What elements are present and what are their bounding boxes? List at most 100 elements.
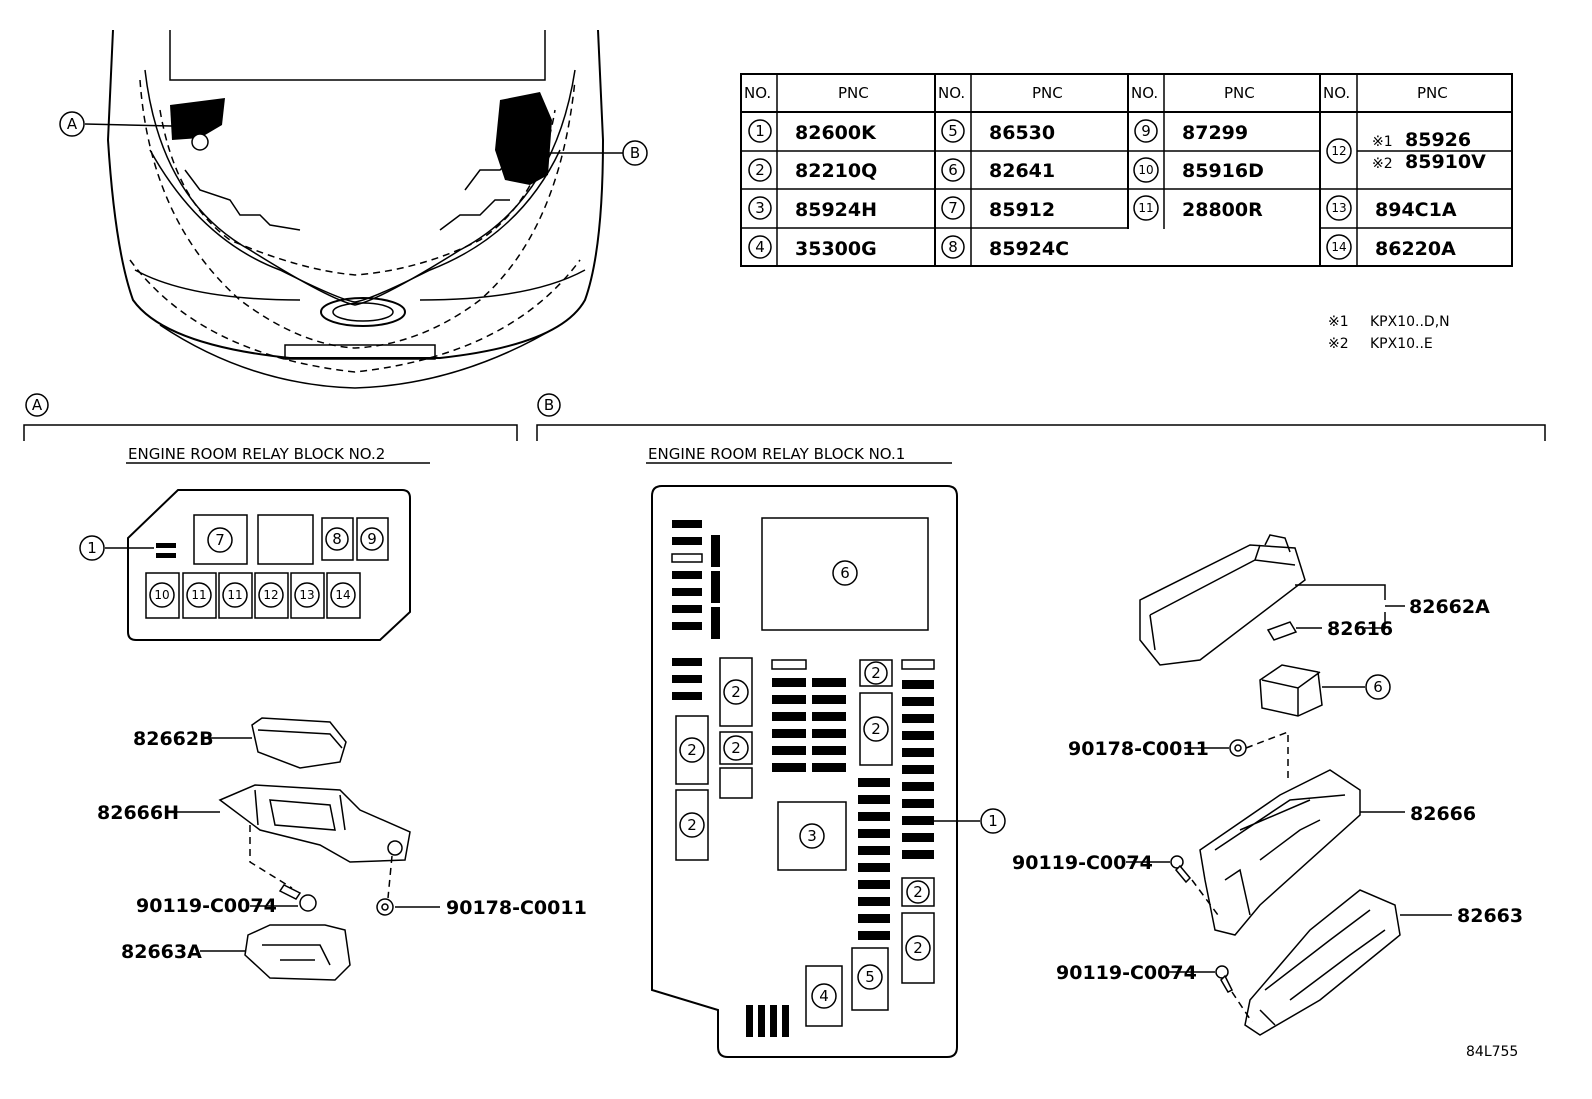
callout-4: 4 (819, 987, 829, 1005)
table-header-pnc: PNC (1417, 84, 1448, 102)
row-number: 11 (1138, 201, 1153, 215)
callout-8: 8 (332, 530, 342, 548)
part-bolt-a-label: 90119-C0074 (1012, 852, 1153, 874)
callout-11: 11 (191, 588, 206, 602)
part-82662a-label: 82662A (1409, 596, 1490, 618)
row-number: 13 (1331, 201, 1346, 215)
row-pnc: 86220A (1375, 238, 1456, 260)
part-nut-label: 90178-C0011 (446, 897, 587, 919)
table-row: 12 ※1 85926 ※2 85910V (1326, 129, 1486, 173)
table-row: 4 35300G (748, 235, 877, 260)
footnotes: ※1 KPX10..D,N ※2 KPX10..E (1328, 314, 1450, 352)
row-pnc: 28800R (1182, 199, 1263, 221)
callout-14: 14 (335, 588, 350, 602)
table-row: 3 85924H (748, 196, 877, 221)
row-number: 1 (755, 122, 765, 140)
row-number: 8 (948, 238, 958, 256)
callout-9: 9 (367, 530, 377, 548)
note-text: KPX10..E (1370, 336, 1433, 352)
car-overview: A B (59, 29, 648, 389)
row-number: 9 (1141, 122, 1151, 140)
note-mark: ※2 (1328, 336, 1349, 352)
callout-1: 1 (87, 539, 97, 557)
table-header-no: NO. (1323, 84, 1350, 102)
figure-code: 84L755 (1466, 1044, 1518, 1060)
part-82666-label: 82666 (1410, 803, 1476, 825)
callout-11: 11 (227, 588, 242, 602)
callout-2: 2 (913, 939, 923, 957)
row-pnc: 85910V (1405, 151, 1486, 173)
callout-10: 10 (154, 588, 169, 602)
part-82616-label: 82616 (1327, 618, 1393, 640)
section-b-marker: B (544, 396, 554, 414)
part-bolt-label: 90119-C0074 (136, 895, 277, 917)
overview-marker-a: A (67, 115, 78, 133)
overview-marker-b: B (630, 144, 640, 162)
callout-12: 12 (263, 588, 278, 602)
table-row: 11 28800R (1133, 195, 1263, 221)
row-pnc: 82210Q (795, 160, 877, 182)
table-row: 9 87299 (1134, 119, 1248, 144)
note-text: KPX10..D,N (1370, 314, 1450, 330)
callout-2: 2 (871, 664, 881, 682)
row-pnc: 82641 (989, 160, 1055, 182)
section-a-header: A ENGINE ROOM RELAY BLOCK NO.2 (23, 393, 518, 464)
table-header-no: NO. (744, 84, 771, 102)
row-pnc: 87299 (1182, 122, 1248, 144)
pnc-table: NO. PNC NO. PNC NO. PNC NO. PNC 1 82600K… (740, 73, 1513, 267)
row-pnc: 85926 (1405, 129, 1471, 151)
part-82662b-label: 82662B (133, 728, 214, 750)
table-header-pnc: PNC (1224, 84, 1255, 102)
table-row: 1 82600K (748, 119, 877, 144)
row-pnc: 85924H (795, 199, 877, 221)
callout-2: 2 (913, 883, 923, 901)
row-number: 5 (948, 122, 958, 140)
row-number: 3 (755, 199, 765, 217)
callout-1: 1 (988, 812, 998, 830)
table-row: 10 85916D (1133, 157, 1264, 183)
callout-2: 2 (687, 741, 697, 759)
table-row: 6 82641 (941, 158, 1055, 182)
row-pnc: 85912 (989, 199, 1055, 221)
section-b-title: ENGINE ROOM RELAY BLOCK NO.1 (648, 445, 905, 463)
row-pnc-mark: ※2 (1372, 156, 1393, 172)
callout-2: 2 (731, 683, 741, 701)
part-82666h-label: 82666H (97, 802, 179, 824)
exploded-parts-b: 82662A 82616 6 90178-C0011 82666 90119-C… (1012, 534, 1523, 1036)
callout-6: 6 (1373, 678, 1383, 696)
table-row: 7 85912 (941, 196, 1055, 221)
callout-7: 7 (215, 531, 225, 549)
exploded-parts-a: 82662B 82666H 90119-C0074 90178-C0011 82… (97, 717, 587, 981)
table-row: 8 85924C (941, 235, 1069, 260)
relay-block-no1: 6 2 2 2 2 (651, 485, 1006, 1058)
row-pnc: 85924C (989, 238, 1069, 260)
row-number: 6 (948, 161, 958, 179)
row-number: 7 (948, 199, 958, 217)
section-a-marker: A (32, 396, 43, 414)
row-number: 12 (1331, 144, 1346, 158)
row-pnc-mark: ※1 (1372, 134, 1393, 150)
callout-3: 3 (807, 827, 817, 845)
callout-2: 2 (731, 739, 741, 757)
table-row: 14 86220A (1326, 234, 1456, 260)
callout-13: 13 (299, 588, 314, 602)
row-number: 10 (1138, 163, 1153, 177)
callout-5: 5 (865, 968, 875, 986)
part-bolt-b-label: 90119-C0074 (1056, 962, 1197, 984)
table-header-pnc: PNC (838, 84, 869, 102)
callout-2: 2 (871, 720, 881, 738)
table-header-pnc: PNC (1032, 84, 1063, 102)
row-pnc: 85916D (1182, 160, 1264, 182)
table-row: 2 82210Q (748, 158, 877, 182)
table-row: 5 86530 (941, 119, 1055, 144)
part-82663a-label: 82663A (121, 941, 202, 963)
part-82663-label: 82663 (1457, 905, 1523, 927)
row-number: 14 (1331, 240, 1346, 254)
section-b-header: B ENGINE ROOM RELAY BLOCK NO.1 (536, 393, 1546, 464)
table-header-no: NO. (1131, 84, 1158, 102)
table-header-no: NO. (938, 84, 965, 102)
row-pnc: 894C1A (1375, 199, 1457, 221)
relay-block-no2: 1 7 8 9 10 11 11 12 13 14 (79, 489, 411, 641)
callout-2: 2 (687, 816, 697, 834)
